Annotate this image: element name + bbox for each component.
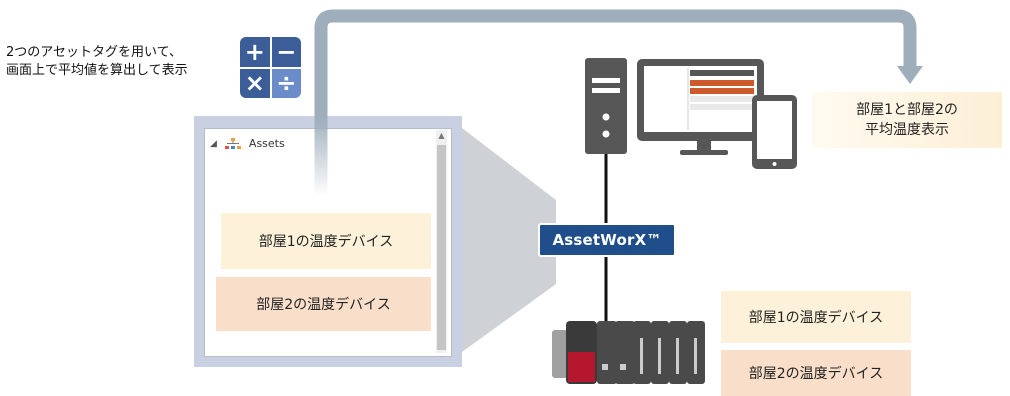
arrow-tail	[314, 116, 328, 196]
tree-root-row[interactable]: ◢ Assets	[210, 137, 285, 150]
hierarchy-icon	[224, 137, 241, 149]
asset-item-room2[interactable]: 部屋2の温度デバイス	[216, 277, 431, 331]
average-line-2: 平均温度表示	[865, 122, 949, 138]
tree-root-label: Assets	[248, 137, 285, 150]
zoom-projection	[462, 128, 556, 352]
scroll-up-icon[interactable]: ▲	[438, 131, 445, 140]
average-temperature-display: 部屋1と部屋2の 平均温度表示	[812, 92, 1002, 148]
caption-line-2: 画面上で平均値を算出して表示	[6, 63, 188, 78]
monitor-icon	[637, 59, 764, 155]
assetworx-badge: AssetWorX™	[538, 223, 676, 257]
server-tower-icon	[585, 58, 627, 154]
average-line-1: 部屋1と部屋2の	[856, 102, 958, 118]
plus-sign: +	[240, 37, 270, 67]
divide-sign: ÷	[271, 68, 301, 98]
flow-arrow-head	[897, 66, 923, 84]
device-label-room1: 部屋1の温度デバイス	[721, 291, 911, 343]
flow-arrow	[314, 9, 917, 190]
device-label-room2: 部屋2の温度デバイス	[721, 350, 911, 396]
collapse-arrow-icon[interactable]: ◢	[210, 138, 217, 149]
asset-item-room1[interactable]: 部屋1の温度デバイス	[221, 213, 431, 269]
description-caption: 2つのアセットタグを用いて、 画面上で平均値を算出して表示	[6, 44, 188, 80]
plc-rack-icon	[552, 321, 705, 384]
calculator-icon: + − × ÷	[240, 37, 301, 98]
times-sign: ×	[240, 68, 270, 98]
scrollbar-thumb[interactable]	[437, 145, 446, 350]
caption-line-1: 2つのアセットタグを用いて、	[6, 45, 182, 60]
minus-sign: −	[271, 37, 301, 67]
phone-icon	[752, 95, 797, 169]
